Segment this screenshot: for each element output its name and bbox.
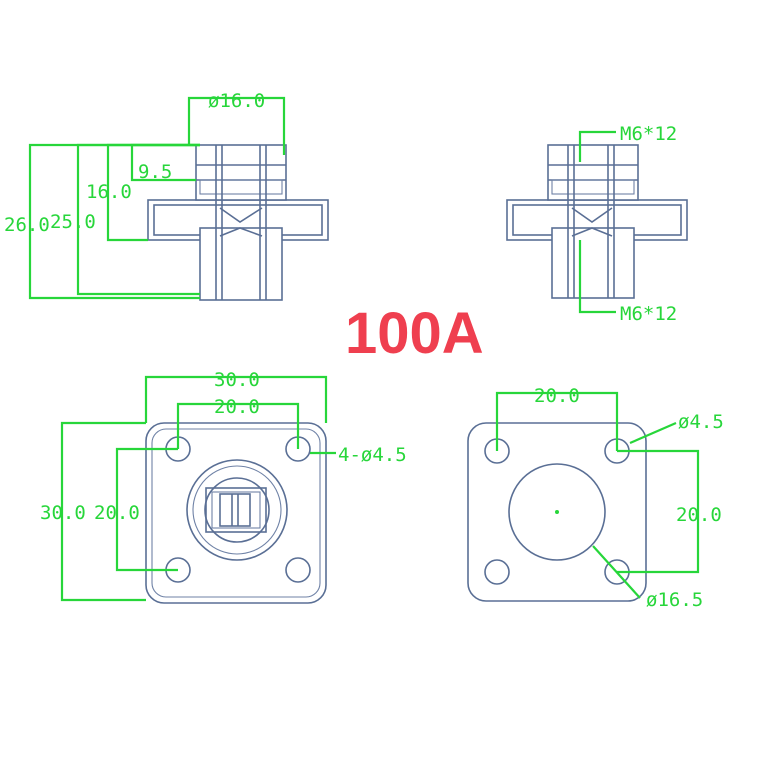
terminal-boss-inner bbox=[192, 465, 282, 555]
side-view-right: M6*12 M6*12 bbox=[506, 123, 688, 325]
hole-spacing-y-dimension-line bbox=[115, 447, 178, 572]
diameter-dimension-line bbox=[187, 96, 286, 155]
hole-diameter-label: ø4.5 bbox=[678, 411, 724, 433]
center-diameter-leader bbox=[592, 545, 641, 599]
hole-spacing-x-dimension-line bbox=[176, 402, 300, 449]
height-dimension-line bbox=[60, 421, 146, 602]
front-view: 30.0 20.0 30.0 20.0 4-ø4.5 bbox=[40, 369, 407, 604]
head-height-dimension-line bbox=[130, 143, 200, 182]
terminal-body bbox=[551, 227, 635, 299]
contact-cone-bottom bbox=[571, 227, 613, 237]
upper-height-label: 16.0 bbox=[86, 181, 132, 203]
side-view-left: ø16.0 26.0 25.0 16.0 9.5 bbox=[4, 90, 329, 301]
head-height-label: 9.5 bbox=[138, 161, 172, 183]
total-height-label: 26.0 bbox=[4, 214, 50, 236]
center-mark bbox=[555, 510, 559, 514]
holes-label: 4-ø4.5 bbox=[338, 444, 407, 466]
diameter-label: ø16.0 bbox=[208, 90, 265, 112]
model-title: 100A bbox=[345, 301, 484, 366]
hole-spacing-x-label: 20.0 bbox=[534, 385, 580, 407]
body-height-label: 25.0 bbox=[50, 211, 96, 233]
hole-spacing-x-dimension-line bbox=[495, 391, 619, 451]
terminal-nut-circle bbox=[204, 477, 270, 543]
width-dimension-line bbox=[144, 375, 328, 423]
hole-spacing-y-label: 20.0 bbox=[94, 502, 140, 524]
hole-spacing-y-label: 20.0 bbox=[676, 504, 722, 526]
terminal-nut-square bbox=[205, 487, 267, 533]
hole-spacing-x-label: 20.0 bbox=[214, 396, 260, 418]
terminal-head bbox=[195, 144, 287, 201]
terminal-boss-outer bbox=[186, 459, 288, 561]
base-plate-inner-outline bbox=[151, 428, 321, 598]
contact-cone-top bbox=[571, 207, 613, 223]
terminal-head bbox=[547, 144, 639, 201]
thread-bottom-leader bbox=[578, 240, 616, 314]
contact-cone-bottom bbox=[219, 227, 263, 237]
hole-spacing-y-dimension-line bbox=[617, 449, 700, 574]
back-view: 20.0 ø4.5 20.0 ø16.5 bbox=[467, 385, 724, 611]
thread-top-label: M6*12 bbox=[620, 123, 677, 145]
terminal-body bbox=[199, 227, 283, 301]
terminal-stud bbox=[219, 493, 251, 527]
height-label: 30.0 bbox=[40, 502, 86, 524]
center-diameter-label: ø16.5 bbox=[646, 589, 703, 611]
mounting-hole-bottom-right bbox=[285, 557, 311, 583]
nut-outline bbox=[199, 179, 283, 195]
hole-diameter-leader bbox=[629, 421, 677, 445]
base-plate-outline bbox=[467, 422, 647, 602]
thread-top-leader bbox=[578, 130, 616, 162]
nut-outline bbox=[551, 179, 635, 195]
center-opening bbox=[508, 463, 606, 561]
terminal-nut-inner bbox=[211, 491, 261, 529]
base-plate-outline bbox=[145, 422, 327, 604]
thread-bottom-label: M6*12 bbox=[620, 303, 677, 325]
width-label: 30.0 bbox=[214, 369, 260, 391]
contact-cone-top bbox=[219, 207, 263, 223]
mounting-hole-bottom-left bbox=[484, 559, 510, 585]
